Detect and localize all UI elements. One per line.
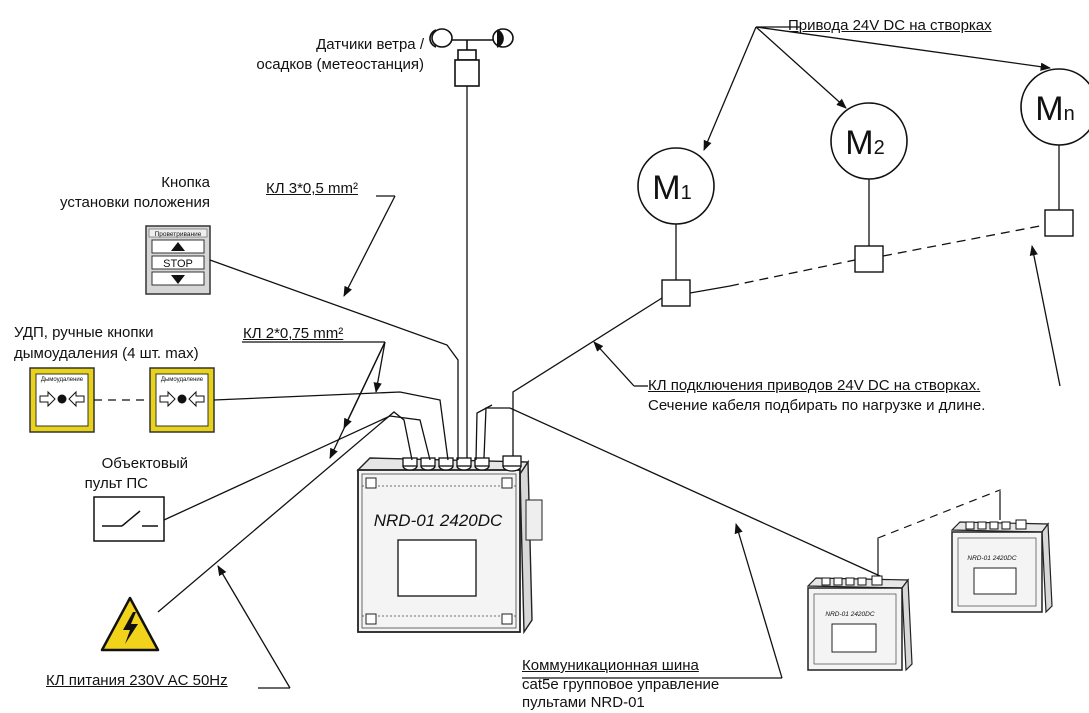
arrow-up-icon — [171, 242, 185, 251]
leader-lines — [217, 26, 1061, 689]
fire-panel-switch — [93, 496, 165, 542]
svg-text:M2: M2 — [845, 124, 884, 162]
bus-label-line1: Коммуникационная шина — [522, 657, 699, 674]
weather-label-line2: осадков (метеостанция) — [256, 56, 424, 73]
slave-unit-2: NRD-01 2420DC — [950, 519, 1053, 614]
actuators-title: Привода 24V DC на створках — [788, 17, 992, 34]
slave-unit-1: NRD-01 2420DC — [806, 575, 913, 672]
position-button-device: Проветривание STOP — [145, 225, 211, 295]
cable-2x075-label: КЛ 2*0,75 mm² — [243, 325, 344, 342]
power-cable-label: КЛ питания 230V AC 50Hz — [46, 672, 228, 689]
arrow-right-icon — [39, 390, 56, 408]
actuator-cable-label-line1: КЛ подключения приводов 24V DC на створк… — [648, 377, 981, 394]
button-stop-text: STOP — [163, 258, 193, 270]
slave-unit-1-model: NRD-01 2420DC — [825, 611, 874, 618]
svg-text:Дымоудаление: Дымоудаление — [41, 377, 84, 383]
motor-1: M1 — [637, 147, 715, 307]
arrow-left-icon — [68, 390, 85, 408]
udp-button-2: Дымоудаление — [149, 367, 215, 433]
button-header-text: Проветривание — [155, 231, 202, 238]
high-voltage-warning-icon — [100, 596, 160, 652]
control-cables — [157, 259, 881, 613]
svg-text:Дымоудаление: Дымоудаление — [161, 377, 204, 383]
button-label-line1: Кнопка — [161, 174, 210, 191]
cable-glands — [402, 455, 522, 472]
actuator-cable-label-line2: Сечение кабеля подбирать по нагрузке и д… — [648, 397, 986, 414]
svg-text:Mn: Mn — [1035, 90, 1074, 128]
weather-station-icon — [429, 28, 514, 87]
panel-label-line2: пульт ПС — [84, 475, 148, 492]
svg-text:M1: M1 — [652, 169, 691, 207]
bus-label-line3: пультами NRD-01 — [522, 694, 645, 711]
main-unit-model: NRD-01 2420DC — [374, 511, 503, 530]
motor-2: M2 — [830, 102, 908, 273]
actuator-cable — [512, 224, 1046, 456]
bus-label-line2: cat5e групповое управление — [522, 676, 720, 693]
udp-label-line2: дымоудаления (4 шт. max) — [14, 345, 199, 362]
cable-3x05-label: КЛ 3*0,5 mm² — [266, 180, 358, 197]
udp-button-1: Дымоудаление — [29, 367, 95, 433]
button-label-line2: установки положения — [60, 194, 210, 211]
weather-label-line1: Датчики ветра / — [316, 36, 424, 53]
udp-label-line1: УДП, ручные кнопки — [14, 324, 154, 341]
arrow-down-icon — [171, 275, 185, 284]
motor-n: Mn — [1020, 68, 1089, 237]
slave-unit-2-model: NRD-01 2420DC — [967, 555, 1016, 562]
main-unit: NRD-01 2420DC — [356, 457, 543, 635]
panel-label-line1: Объектовый — [101, 455, 188, 472]
